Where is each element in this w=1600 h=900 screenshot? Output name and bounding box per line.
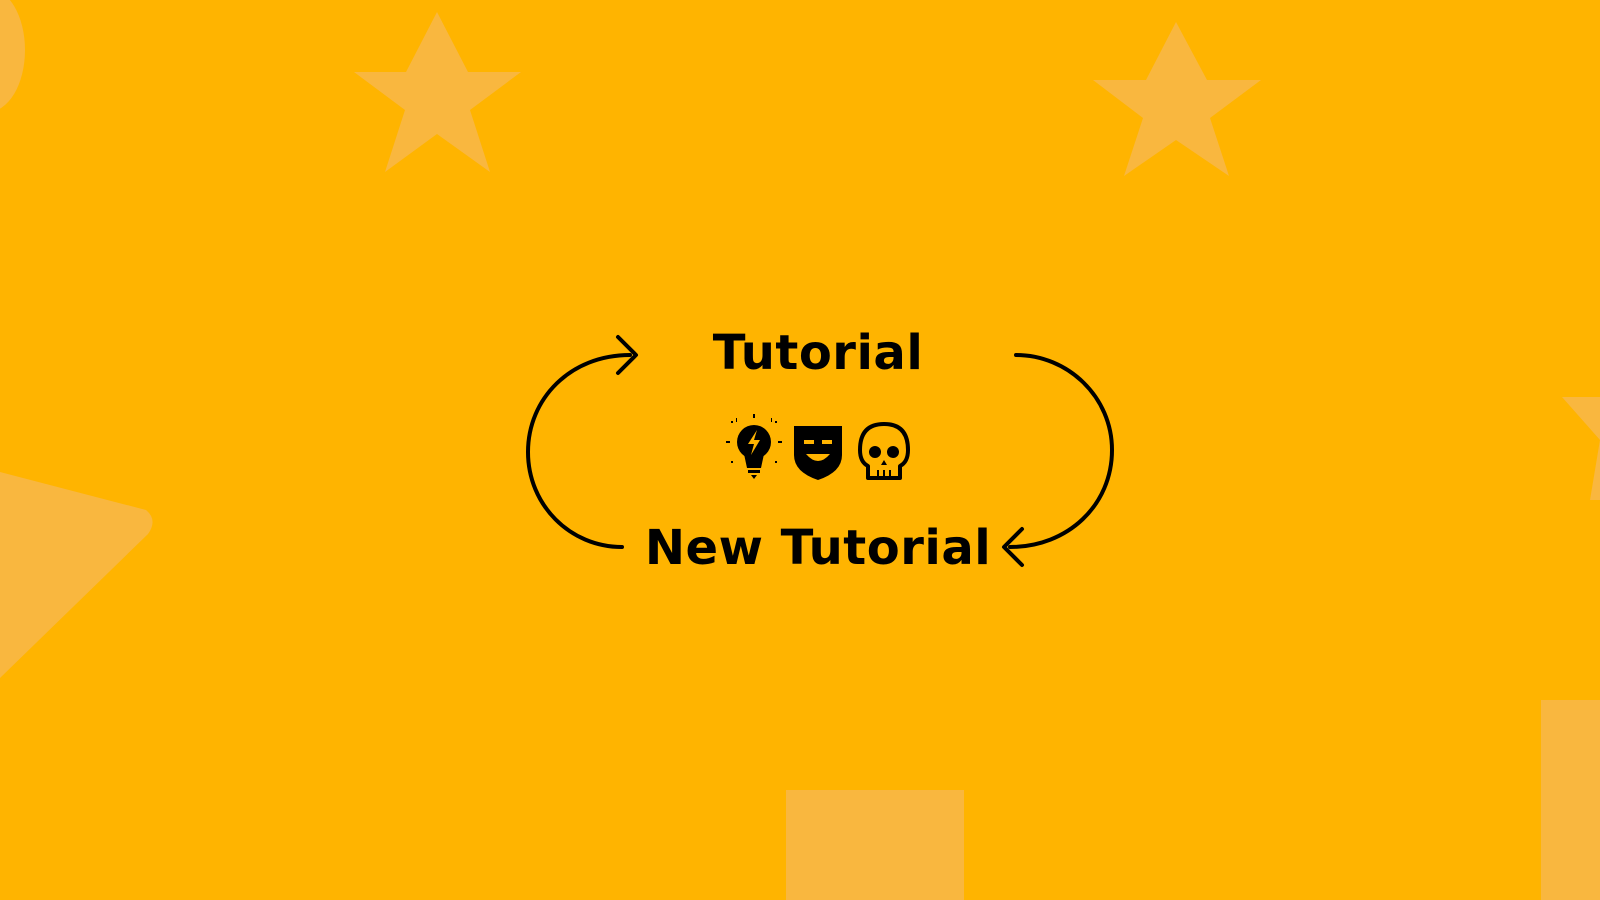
theater-mask-icon: [794, 426, 842, 480]
right-arrowhead: [1002, 527, 1024, 567]
cycle-top-label: Tutorial: [712, 325, 924, 381]
skull-icon: [858, 422, 910, 480]
star-decoration-left: [354, 12, 521, 172]
lightbulb-idea-icon: [726, 414, 782, 479]
cycle-arrows: [526, 335, 1114, 567]
left-cycle-arc: [526, 353, 632, 549]
circle-decoration: [0, 0, 25, 109]
star-decoration-right: [1093, 22, 1261, 176]
star-decoration-edge: [1562, 397, 1600, 500]
left-arrowhead: [616, 335, 638, 375]
cycle-bottom-label: New Tutorial: [644, 520, 992, 576]
triangle-decoration: [0, 472, 153, 678]
rect-decoration-right: [1541, 700, 1600, 900]
square-decoration-bottom: [786, 790, 964, 900]
right-cycle-arc: [1008, 353, 1114, 549]
